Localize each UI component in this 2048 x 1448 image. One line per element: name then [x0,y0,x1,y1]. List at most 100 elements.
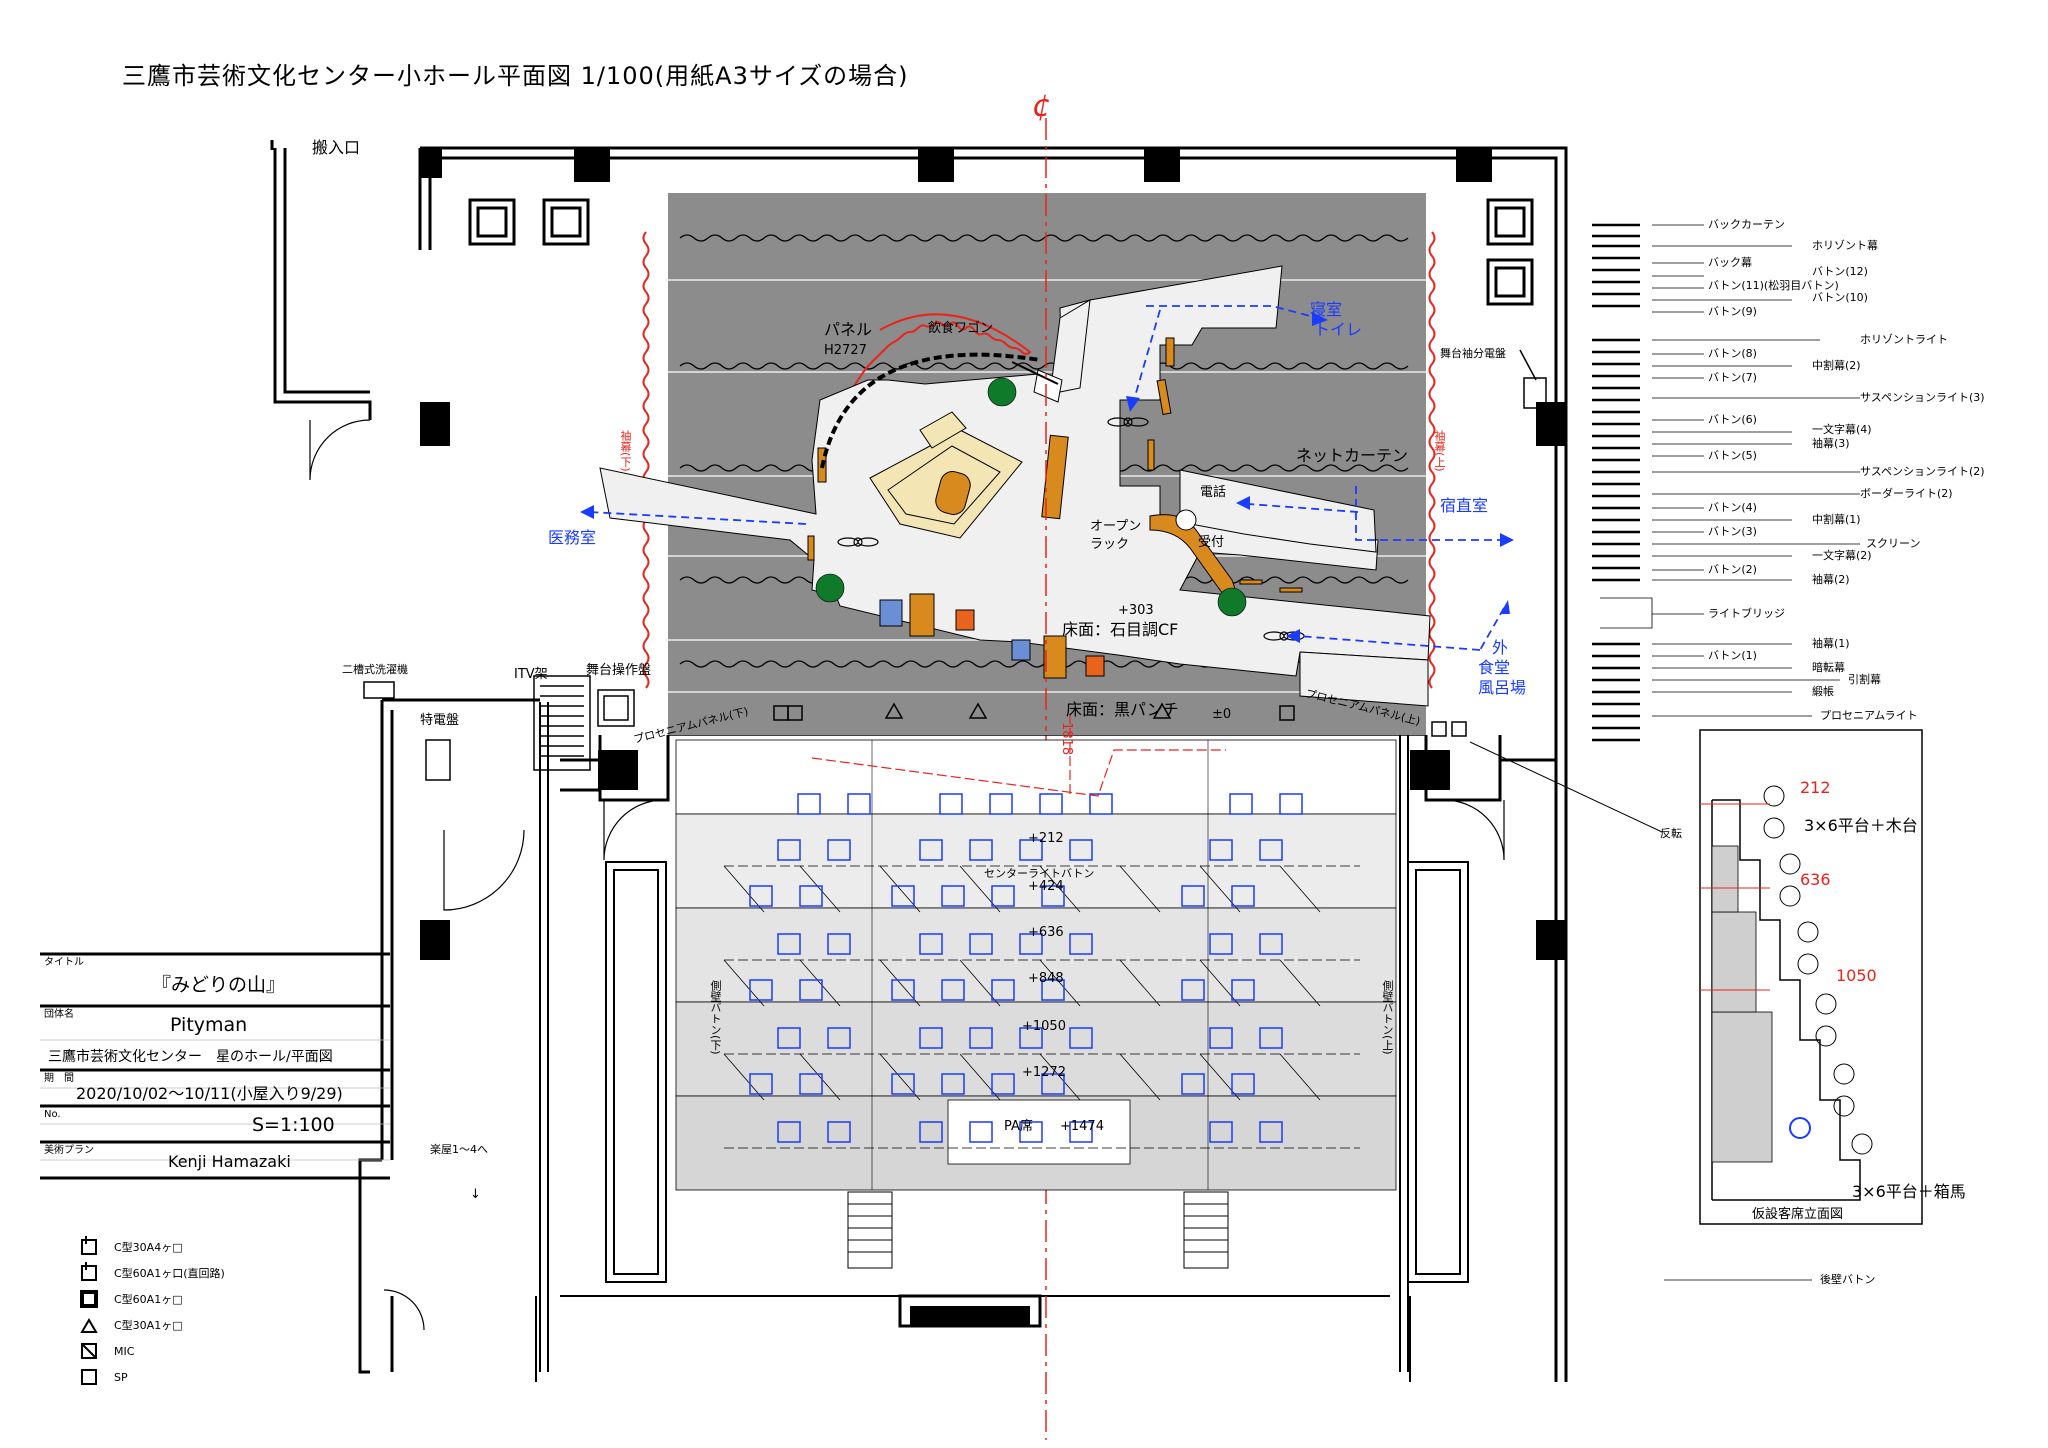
legend-icons [80,1236,98,1385]
open-rack-label-1: オープン [1090,519,1142,534]
batten-item: サスペンションライト(2) [1860,465,1985,478]
washer-label: 二槽式洗濯機 [342,663,408,676]
reception-label: 受付 [1198,535,1225,550]
side-batten-right-label: 側壁バトン(上) [1381,980,1394,1055]
floor-black-label: 床面：黒パンチ [1066,700,1179,719]
zero-level-label: ±0 [1212,707,1232,722]
dining-label: 食堂 [1478,658,1511,677]
side-batten-left-label: 側壁バトン(下) [709,980,722,1055]
pa-label: PA席 [1004,1119,1033,1134]
elevation-blocks [1711,845,1773,1163]
dressing-room-label: 楽屋1～4へ [430,1143,488,1156]
batten-item: 中割幕(2) [1812,359,1861,372]
floor-stone-label: 床面：石目調CF [1062,620,1179,639]
phone-label: 電話 [1200,485,1227,500]
bedroom-label: 寝室 [1310,300,1343,319]
open-rack-label-2: ラック [1090,537,1130,552]
batten-item: バトン(7) [1708,371,1757,384]
legend-item: C型60A1ヶ□ [114,1293,183,1306]
panel-wall [820,352,1041,469]
toilet-label: トイレ [1314,320,1363,339]
batten-item: 暗転幕 [1812,661,1845,674]
seat-level-1474: +1474 [1060,1119,1104,1134]
stage-height-label: +303 [1118,603,1154,618]
elevation-dims [1700,803,1770,991]
legend-item: MIC [114,1345,135,1358]
consoles [363,349,1547,781]
furniture [807,337,1303,679]
elevation-chairs [1763,785,1873,1155]
rotating-label: 反転 [1660,827,1682,840]
batten-item: バトン(9) [1708,305,1757,318]
page-title: 三鷹市芸術文化センター小ホール平面図 1/100(用紙A3サイズの場合) [122,62,909,90]
batten-item: 緞帳 [1812,685,1834,698]
outside-label: 外 [1492,638,1509,657]
elevation-platform-wood: 3×6平台＋木台 [1804,816,1918,835]
leader-line [1469,741,1663,833]
batten-item: ライトブリッジ [1708,607,1785,620]
batten-item: ホリゾント幕 [1812,239,1878,252]
hall-side-walls [605,861,1469,1283]
batten-item: 一文字幕(2) [1812,549,1872,562]
title-block-group-value: Pityman [170,1014,248,1036]
seat-level-212: +212 [1028,831,1064,846]
depth-dimension: 1818 [1059,722,1074,756]
batten-item: バトン(8) [1708,347,1757,360]
seat-level-1272: +1272 [1022,1065,1066,1080]
batten-leaders [1600,224,1860,1281]
batten-list-lines [1592,223,1640,742]
title-block-art-value: Kenji Hamazaki [168,1152,291,1171]
title-block-period-label: 期 間 [44,1073,74,1084]
title-block-thin [40,1039,390,1161]
title-block-art-label: 美術プラン [44,1145,94,1156]
elevation-blue-chair [1789,1117,1811,1139]
dimension-lines [811,714,1226,797]
batten-item: バトン(11)(松羽目バトン) [1708,279,1839,292]
batten-item: 一文字幕(4) [1812,423,1872,436]
batten-item: 引割幕 [1848,673,1881,686]
title-block-group-label: 団体名 [44,1009,74,1020]
cabinets [468,198,1534,306]
legend-item: SP [114,1371,128,1384]
bath-label: 風呂場 [1478,678,1527,697]
stage-wing-panel-label: 舞台袖分電盤 [1440,347,1506,360]
batten-item: サスペンションライト(3) [1860,391,1985,404]
columns [420,148,1566,1328]
batten-item: バトン(5) [1708,449,1757,462]
center-batten-label: センターライトバトン [984,867,1095,880]
title-block-title-value: 『みどりの山』 [152,974,286,996]
elevation-caption: 仮設客席立面図 [1752,1207,1844,1222]
rear-batten-label: 後壁バトン [1820,1273,1876,1286]
side-curtain-right-label: 袖幕(上) [1433,430,1446,472]
batten-item: 中割幕(1) [1812,513,1861,526]
batten-item: 袖幕(3) [1812,437,1850,450]
batten-item: スクリーン [1866,537,1921,550]
movement-arrows [589,305,1505,651]
seat-level-636: +636 [1028,925,1064,940]
panel-label: パネル [824,320,873,339]
stage-front [668,731,1426,736]
medical-room-label: 医務室 [548,528,597,547]
special-panel-label: 特電盤 [420,713,460,728]
title-block-lines [40,952,390,1180]
batten-item: ボーダーライト(2) [1860,487,1953,500]
batten-item: プロセニアムライト [1820,709,1918,722]
seating-area [675,739,1397,1191]
seats [749,793,1303,1143]
batten-item: 袖幕(1) [1812,637,1850,650]
batten-item: ホリゾントライト [1860,333,1948,346]
floor-symbols [773,702,1467,737]
batten-item: バトン(12) [1812,265,1868,278]
seat-level-424: +424 [1028,879,1064,894]
seat-level-848: +848 [1028,971,1064,986]
elevation-636: 636 [1800,870,1831,889]
batten-item: バトン(3) [1708,525,1757,538]
red-side-curtains [642,231,1436,689]
stage-console-label: 舞台操作盤 [586,663,652,678]
building-walls [270,140,1568,1382]
batten-item: バトン(2) [1708,563,1757,576]
net-curtain-label: ネットカーテン [1296,446,1409,465]
dressing-arrow: ↓ [470,1187,481,1202]
centerline-symbol: ¢ [1032,89,1052,124]
